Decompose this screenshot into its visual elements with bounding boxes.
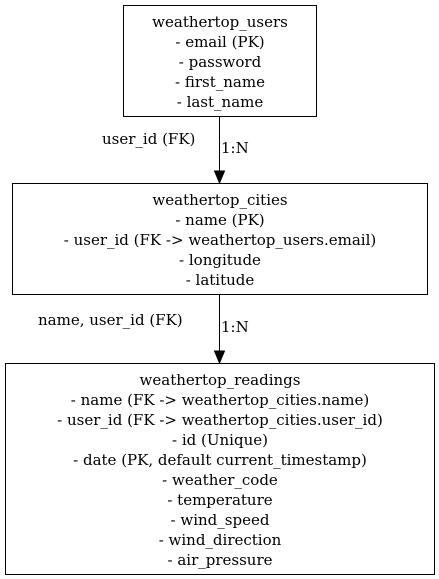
table-title: weathertop_users	[152, 13, 288, 31]
edge-cardinality-label: 1:N	[221, 318, 249, 336]
table-field: - wind_direction	[158, 531, 282, 549]
table-field: - name (PK)	[175, 211, 265, 229]
edge-cities-to-readings-arrowhead	[213, 350, 226, 365]
table-field: - last_name	[176, 93, 264, 111]
table-field: - user_id (FK -> weathertop_cities.user_…	[57, 411, 383, 429]
table-field: - wind_speed	[170, 511, 270, 529]
edge-fk-label: user_id (FK)	[102, 130, 196, 148]
edge-users-to-cities-arrowhead	[213, 170, 226, 185]
table-field: - longitude	[179, 251, 261, 269]
table-field: - name (FK -> weathertop_cities.name)	[70, 391, 370, 409]
table-field: - password	[178, 53, 262, 71]
table-title: weathertop_cities	[152, 191, 288, 209]
table-field: - temperature	[167, 491, 273, 509]
table-title: weathertop_readings	[139, 371, 301, 389]
table-field: - date (PK, default current_timestamp)	[73, 451, 367, 469]
table-field: - id (Unique)	[172, 431, 268, 449]
table-field: - user_id (FK -> weathertop_users.email)	[63, 231, 377, 249]
table-field: - email (PK)	[175, 33, 265, 51]
edge-fk-label: name, user_id (FK)	[38, 311, 183, 329]
table-field: - first_name	[175, 73, 265, 91]
table-field: - air_pressure	[167, 551, 273, 569]
edge-cardinality-label: 1:N	[221, 139, 249, 157]
table-weathertop-cities: weathertop_cities - name (PK) - user_id …	[12, 183, 428, 295]
table-weathertop-readings: weathertop_readings - name (FK -> weathe…	[5, 363, 435, 575]
table-weathertop-users: weathertop_users - email (PK) - password…	[123, 5, 317, 117]
table-field: - latitude	[185, 271, 255, 289]
table-field: - weather_code	[162, 471, 278, 489]
